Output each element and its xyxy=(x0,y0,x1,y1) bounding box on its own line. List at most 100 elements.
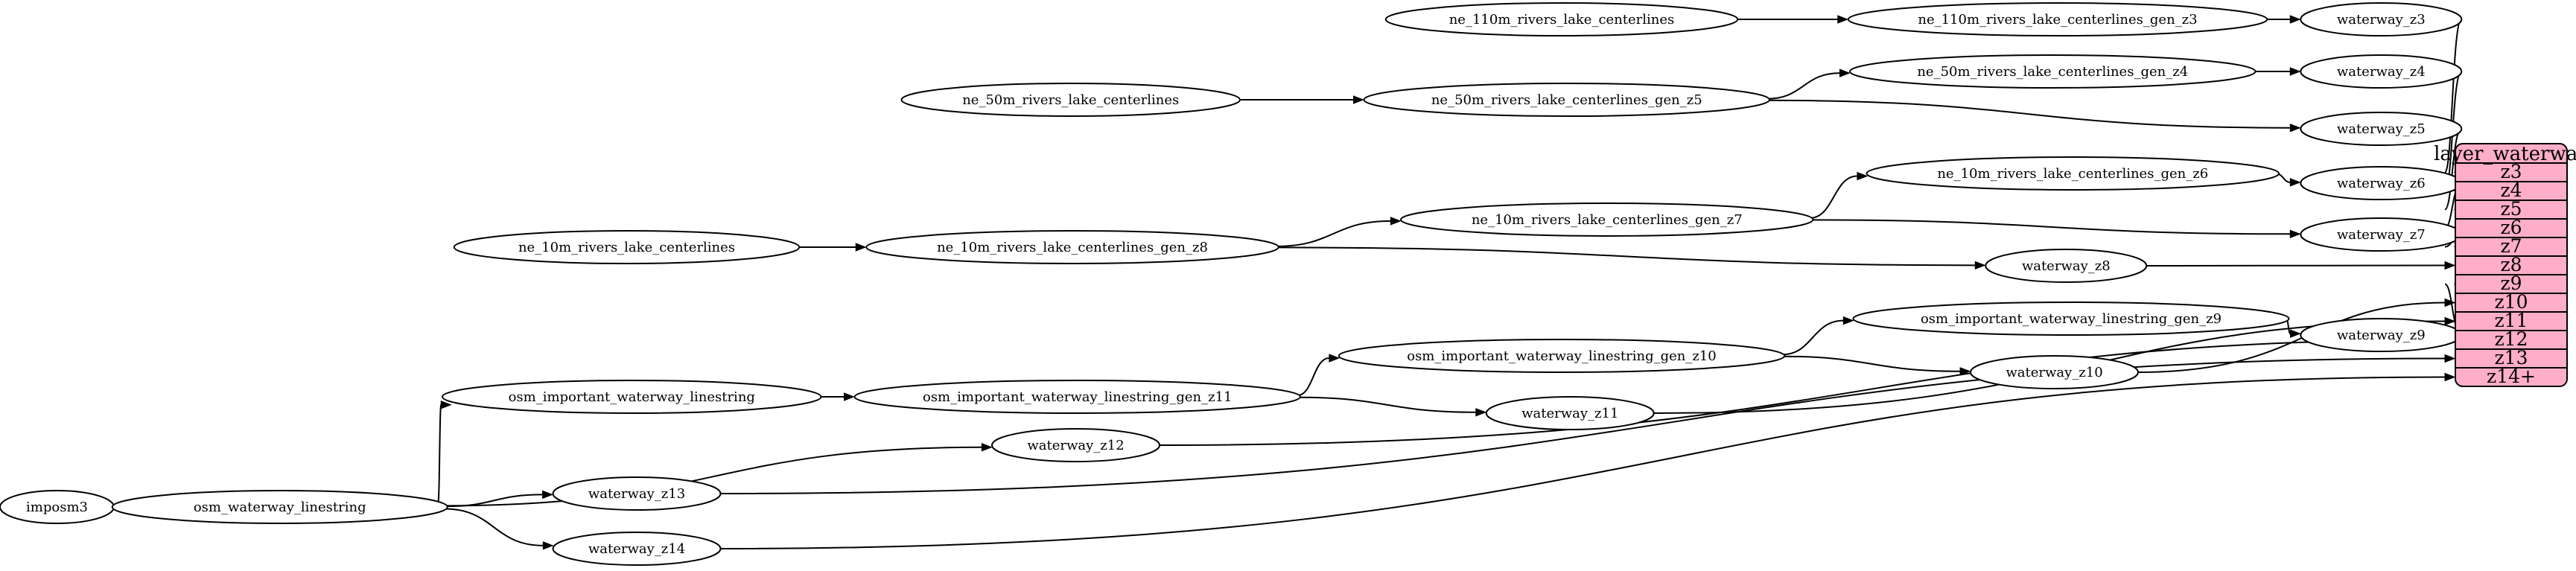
graph-node[interactable]: waterway_z10 xyxy=(1970,355,2139,389)
graph-node[interactable]: waterway_z14 xyxy=(552,532,722,566)
nodes-layer: imposm3 osm_waterway_linestring waterway_z… xyxy=(0,2,2463,566)
node-label: ne_10m_rivers_lake_centerlines_gen_z6 xyxy=(1937,166,2208,182)
node-label: ne_10m_rivers_lake_centerlines xyxy=(518,240,735,255)
graph-node[interactable]: ne_50m_rivers_lake_centerlines xyxy=(900,83,1241,117)
graph-node[interactable]: imposm3 xyxy=(0,490,115,524)
table-row[interactable]: z13 xyxy=(2455,347,2567,369)
graph-node[interactable]: ne_110m_rivers_lake_centerlines xyxy=(1384,2,1739,36)
graph-edge xyxy=(445,490,553,508)
node-label: waterway_z3 xyxy=(2337,12,2426,28)
table-row[interactable]: z14+ xyxy=(2455,366,2567,387)
graph-edge xyxy=(1276,217,1402,247)
graph-node[interactable]: ne_10m_rivers_lake_centerlines_gen_z6 xyxy=(1866,156,2280,191)
node-label: waterway_z14 xyxy=(588,541,685,557)
node-label: waterway_z12 xyxy=(1027,438,1124,453)
graph-node[interactable]: waterway_z8 xyxy=(1985,249,2148,283)
node-label: waterway_z8 xyxy=(2022,258,2111,274)
table-row[interactable]: z12 xyxy=(2455,328,2567,350)
graph-node[interactable]: waterway_z3 xyxy=(2300,2,2463,36)
graph-node[interactable]: osm_waterway_linestring xyxy=(111,490,448,524)
table-row[interactable]: z7 xyxy=(2455,235,2567,257)
graph-edge xyxy=(1767,99,2301,133)
graph-edge xyxy=(1297,396,1487,417)
node-label: waterway_z6 xyxy=(2337,176,2426,191)
node-label: ne_50m_rivers_lake_centerlines_gen_z5 xyxy=(1431,92,1702,108)
graph-node[interactable]: waterway_z5 xyxy=(2300,112,2463,146)
graph-edge xyxy=(1766,68,1851,100)
table-row[interactable]: z8 xyxy=(2455,254,2567,275)
node-label: osm_waterway_linestring xyxy=(194,500,366,515)
table-title: layer_waterway xyxy=(2434,143,2576,165)
table-row[interactable]: z3 xyxy=(2455,161,2567,182)
graph-node[interactable]: ne_50m_rivers_lake_centerlines_gen_z5 xyxy=(1363,83,1770,117)
graph-node[interactable]: ne_10m_rivers_lake_centerlines_gen_z8 xyxy=(865,230,1279,264)
graph-edge xyxy=(444,508,554,550)
table-row-label: z13 xyxy=(2495,347,2528,369)
graph-edge xyxy=(1238,95,1364,104)
graph-edge xyxy=(1297,354,1341,397)
node-label: osm_important_waterway_linestring_gen_z9 xyxy=(1921,311,2222,327)
node-label: ne_50m_rivers_lake_centerlines xyxy=(962,92,1179,108)
edges-layer xyxy=(101,15,2465,550)
node-label: imposm3 xyxy=(26,500,88,515)
graph-edge xyxy=(1781,316,1854,356)
table-row-label: z6 xyxy=(2500,217,2522,238)
node-label: waterway_z4 xyxy=(2337,64,2426,80)
graph-edge xyxy=(720,372,2456,549)
table-row-label: z11 xyxy=(2495,310,2528,331)
graph-edge xyxy=(1735,15,1849,24)
graph-edge xyxy=(1810,171,1869,219)
graph-node[interactable]: ne_10m_rivers_lake_centerlines_gen_z7 xyxy=(1400,202,1814,237)
graph-edge xyxy=(445,443,993,507)
layer-waterway-table[interactable]: layer_waterwayz3z4z5z6z7z8z9z10z11z12z13… xyxy=(2434,143,2576,387)
node-label: waterway_z11 xyxy=(1521,406,1618,421)
node-label: waterway_z10 xyxy=(2006,365,2102,380)
graph-edge xyxy=(2265,15,2301,24)
node-label: ne_10m_rivers_lake_centerlines_gen_z7 xyxy=(1472,212,1743,228)
table-row[interactable]: z6 xyxy=(2455,217,2567,238)
graph-node[interactable]: waterway_z6 xyxy=(2300,166,2463,200)
table-row-label: z10 xyxy=(2495,291,2528,313)
graph-node[interactable]: osm_important_waterway_linestring_gen_z9 xyxy=(1852,302,2290,336)
node-label: ne_10m_rivers_lake_centerlines_gen_z8 xyxy=(937,240,1208,255)
graph-node[interactable]: waterway_z4 xyxy=(2300,54,2463,89)
graph-edge xyxy=(1810,219,2301,239)
graph-edge xyxy=(2146,261,2456,270)
node-label: osm_important_waterway_linestring xyxy=(509,389,755,405)
graph-node[interactable]: ne_50m_rivers_lake_centerlines_gen_z4 xyxy=(1849,54,2257,89)
graph-edge xyxy=(1782,355,1971,376)
table-row-label: z9 xyxy=(2500,272,2522,294)
graph-edge xyxy=(2253,67,2301,76)
table-row-label: z8 xyxy=(2500,254,2522,275)
node-label: waterway_z5 xyxy=(2337,121,2426,137)
node-label: waterway_z9 xyxy=(2337,328,2426,343)
graph-node[interactable]: ne_110m_rivers_lake_centerlines_gen_z3 xyxy=(1847,2,2268,36)
table-row-label: z3 xyxy=(2500,161,2522,182)
table-row[interactable]: z9 xyxy=(2455,272,2567,294)
table-row[interactable]: z4 xyxy=(2455,179,2567,201)
graph-edge xyxy=(720,354,2456,494)
graph-node[interactable]: waterway_z9 xyxy=(2300,318,2463,352)
graph-node[interactable]: waterway_z13 xyxy=(552,476,722,511)
node-label: ne_110m_rivers_lake_centerlines_gen_z3 xyxy=(1918,12,2197,28)
table-row[interactable]: z5 xyxy=(2455,198,2567,220)
table-row[interactable]: z10 xyxy=(2455,291,2567,313)
graph-edge xyxy=(818,392,855,401)
node-label: ne_50m_rivers_lake_centerlines_gen_z4 xyxy=(1917,64,2188,80)
graph-node[interactable]: osm_important_waterway_linestring_gen_z1… xyxy=(1338,339,1786,373)
table-row-label: z14+ xyxy=(2487,366,2536,387)
node-label: osm_important_waterway_linestring_gen_z1… xyxy=(923,389,1233,405)
graph-node[interactable]: osm_important_waterway_linestring_gen_z1… xyxy=(853,380,1301,414)
graph-edge xyxy=(1276,246,1986,270)
table-row-label: z5 xyxy=(2500,198,2522,220)
node-label: waterway_z7 xyxy=(2337,227,2426,243)
graph-node[interactable]: waterway_z11 xyxy=(1485,396,1655,430)
graph-node[interactable]: waterway_z12 xyxy=(991,428,1160,462)
graph-node[interactable]: ne_10m_rivers_lake_centerlines xyxy=(453,230,801,264)
table-row-label: z4 xyxy=(2500,179,2522,201)
graph-node[interactable]: osm_important_waterway_linestring xyxy=(442,380,822,414)
table-row[interactable]: z11 xyxy=(2455,310,2567,331)
graph-node[interactable]: waterway_z7 xyxy=(2300,217,2463,252)
